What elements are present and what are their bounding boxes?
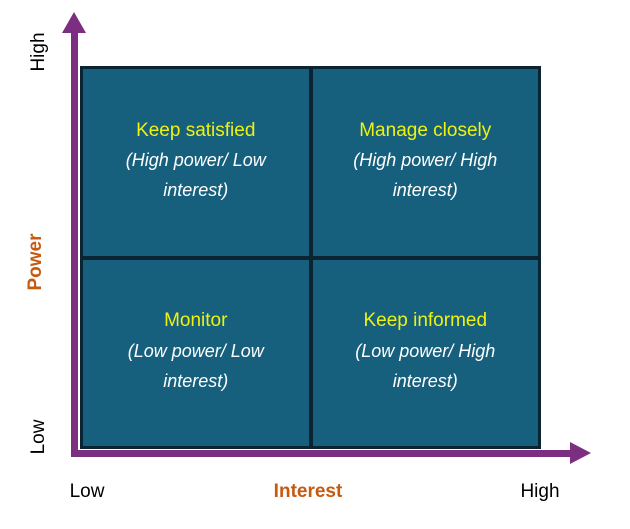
x-axis-high-label: High bbox=[520, 481, 560, 502]
quadrant-title: Monitor bbox=[164, 310, 228, 332]
quadrant-subtitle: (High power/ High interest) bbox=[353, 150, 498, 201]
quadrant-title: Manage closely bbox=[359, 119, 492, 141]
quadrant-bottom-left: Monitor (Low power/ Low interest) bbox=[83, 259, 309, 446]
quadrant-top-left: Keep satisfied (High power/ Low interest… bbox=[83, 69, 309, 256]
y-axis-line bbox=[71, 30, 78, 457]
quadrant-top-right: Manage closely (High power/ High interes… bbox=[312, 69, 538, 256]
quadrant-subtitle: (Low power/ High interest) bbox=[355, 340, 496, 391]
quadrant-subtitle: (High power/ Low interest) bbox=[125, 150, 266, 201]
quadrant-title: Keep satisfied bbox=[136, 119, 256, 141]
y-axis-high-label: High bbox=[28, 32, 49, 72]
quadrant-bottom-right: Keep informed (Low power/ High interest) bbox=[312, 259, 538, 446]
arrow-right-icon bbox=[570, 442, 591, 464]
arrow-up-icon bbox=[62, 12, 86, 33]
quadrant-subtitle: (Low power/ Low interest) bbox=[127, 340, 264, 391]
x-axis-line bbox=[71, 450, 571, 457]
y-axis-title: Power bbox=[25, 233, 46, 291]
x-axis-title: Interest bbox=[273, 481, 343, 502]
matrix-grid: Keep satisfied (High power/ Low interest… bbox=[80, 66, 541, 449]
x-axis-low-label: Low bbox=[69, 481, 105, 502]
y-axis-low-label: Low bbox=[28, 419, 49, 455]
quadrant-title: Keep informed bbox=[363, 310, 488, 332]
